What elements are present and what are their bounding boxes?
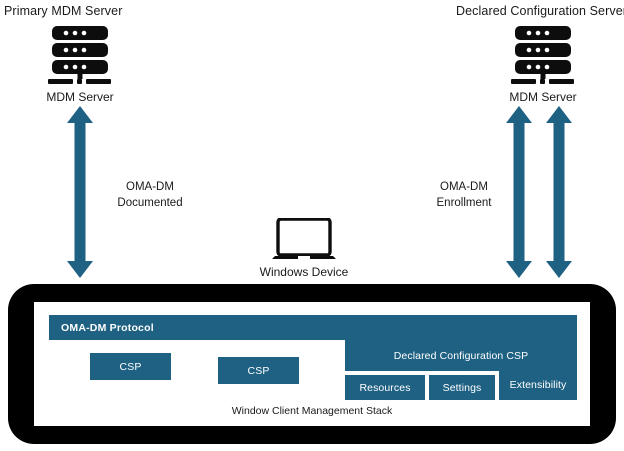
settings-box[interactable]: Settings — [429, 375, 495, 400]
flow-label-line2: Enrollment — [436, 197, 492, 209]
oma-dm-protocol-bar[interactable]: OMA-DM Protocol — [49, 315, 577, 340]
flow-label-line1: OMA-DM — [126, 181, 174, 193]
extensibility-box[interactable]: Extensibility — [499, 370, 577, 400]
declared-configuration-csp-box[interactable]: Declared Configuration CSP — [345, 340, 577, 371]
stack-inner-panel: OMA-DM Protocol CSP CSP Declared Configu… — [34, 302, 590, 426]
right-node-label: MDM Server — [509, 90, 577, 104]
resources-box[interactable]: Resources — [345, 375, 425, 400]
server-stack-icon — [507, 24, 579, 91]
flow-label-line2: Documented — [117, 197, 183, 209]
windows-client-management-stack-frame: OMA-DM Protocol CSP CSP Declared Configu… — [8, 284, 616, 444]
csp-box-middle[interactable]: CSP — [218, 357, 299, 384]
stack-footer-label: Window Client Management Stack — [231, 405, 393, 417]
oma-dm-enrollment-arrow-1 — [505, 106, 533, 278]
oma-dm-documented-label: OMA-DM Documented — [95, 179, 205, 211]
title-declared-configuration-server: Declared Configuration Server — [456, 4, 624, 18]
flow-label-line1: OMA-DM — [440, 181, 488, 193]
csp-box-left[interactable]: CSP — [90, 353, 171, 380]
oma-dm-enrollment-label: OMA-DM Enrollment — [409, 179, 519, 211]
title-primary-mdm-server: Primary MDM Server — [4, 4, 123, 18]
laptop-icon — [272, 217, 336, 269]
server-stack-icon — [44, 24, 116, 91]
left-node-label: MDM Server — [46, 90, 114, 104]
oma-dm-enrollment-arrow-2 — [545, 106, 573, 278]
windows-device-label: Windows Device — [259, 265, 349, 279]
oma-dm-documented-arrow — [66, 106, 94, 278]
